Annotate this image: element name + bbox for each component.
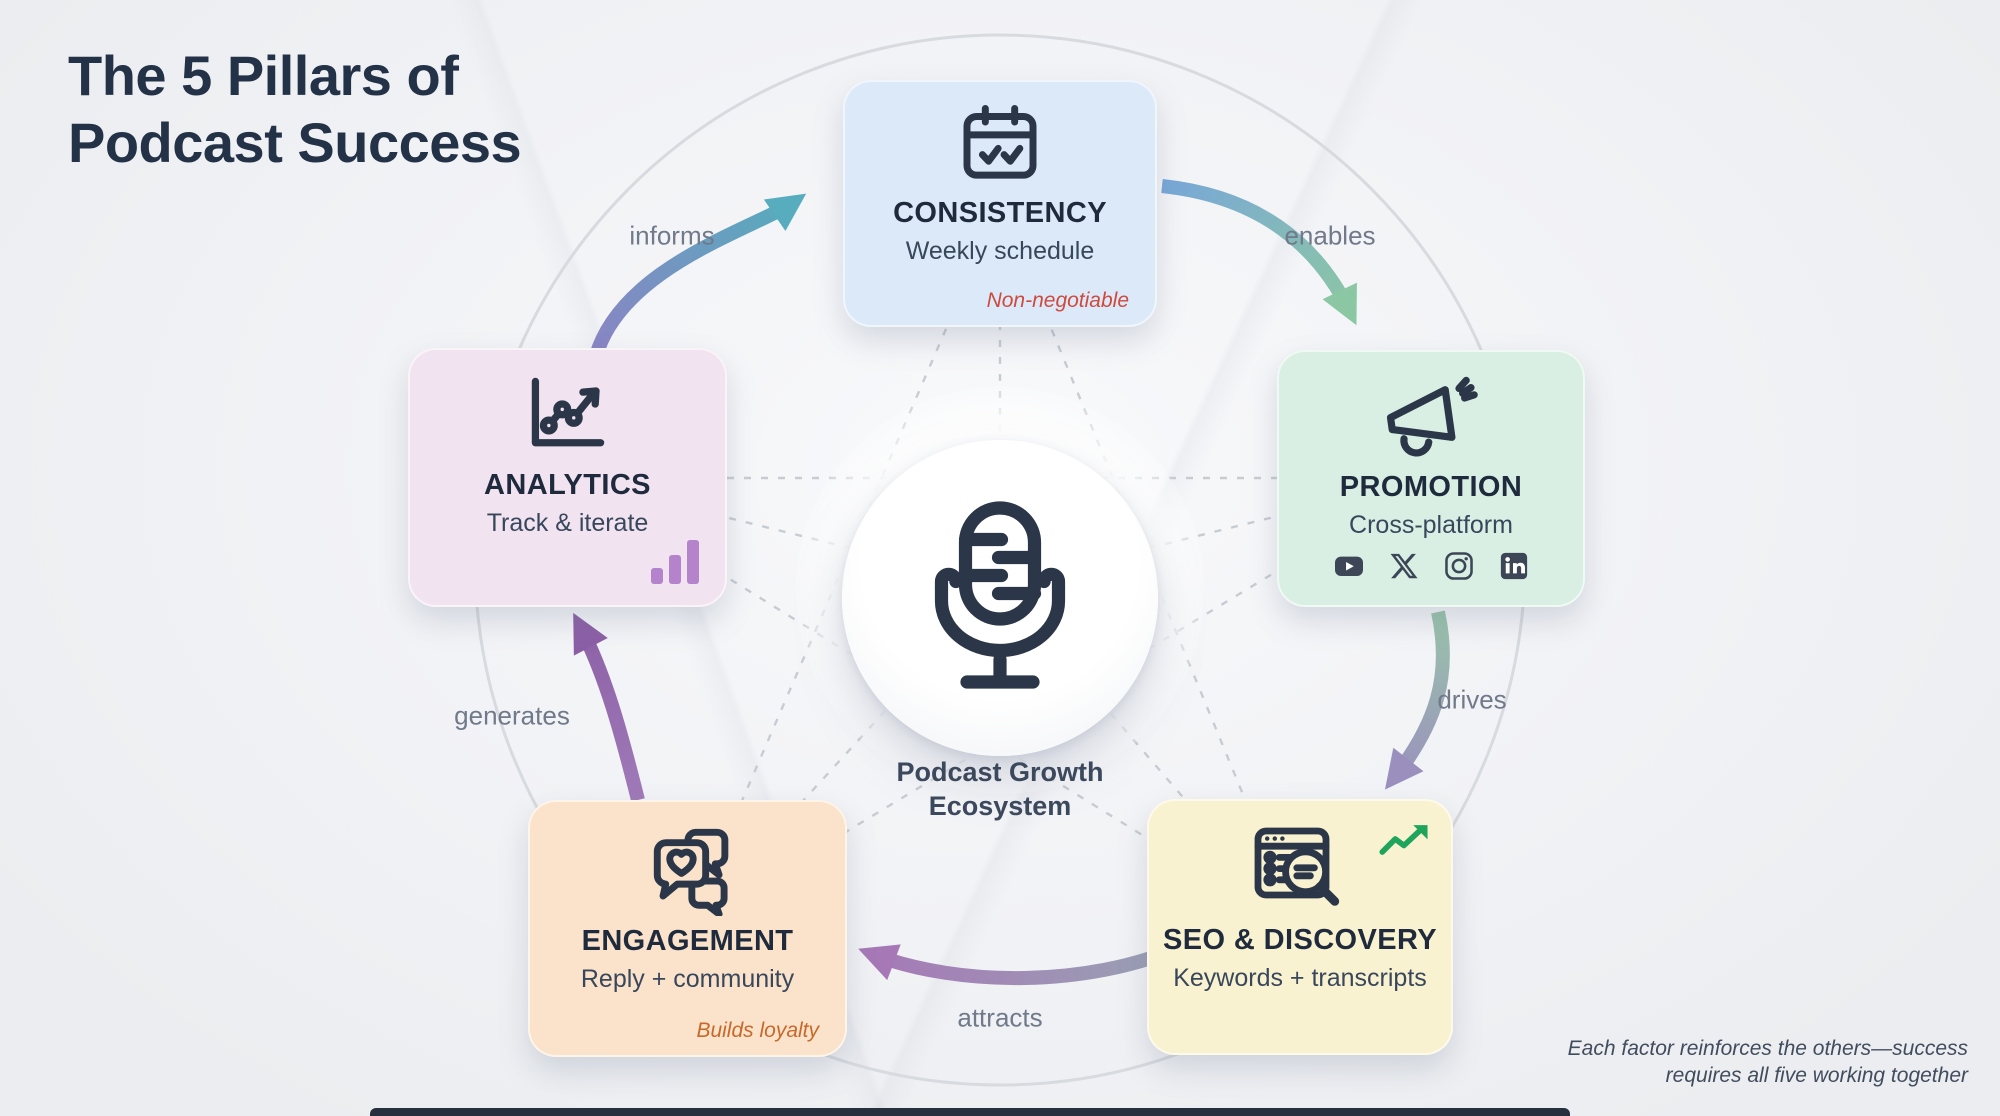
social-icons-row (1333, 550, 1529, 587)
pillar-name: ANALYTICS (484, 469, 651, 501)
arrow-label-drives: drives (1437, 684, 1507, 715)
pillar-name: SEO & DISCOVERY (1162, 924, 1438, 956)
arrow-label-informs: informs (629, 220, 715, 251)
pillar-name: CONSISTENCY (893, 197, 1107, 229)
title-line1: The 5 Pillars of (68, 44, 459, 107)
pillar-card-consistency: CONSISTENCY Weekly schedule Non-negotiab… (843, 80, 1157, 327)
pillar-subtitle: Track & iterate (486, 509, 649, 537)
title-line2: Podcast Success (68, 111, 522, 175)
arrow-label-attracts: attracts (957, 1002, 1043, 1033)
pillar-subtitle: Weekly schedule (905, 237, 1095, 265)
youtube-icon (1333, 550, 1365, 587)
pillar-card-seo: SEO & DISCOVERY Keywords + transcripts (1147, 799, 1453, 1055)
search-browser-icon (1246, 819, 1354, 920)
chat-heart-icon (638, 820, 738, 921)
arrow-attracts (858, 941, 1181, 985)
trending-up-icon (1379, 817, 1431, 866)
pillar-card-promotion: PROMOTION Cross-platform (1277, 350, 1585, 607)
line-chart-icon (518, 368, 618, 465)
arrow-drives (1384, 610, 1450, 790)
hub-label: Podcast Growth Ecosystem (840, 756, 1160, 824)
footnote-line1: Each factor reinforces the others—succes… (1567, 1037, 1968, 1060)
arrow-label-generates: generates (454, 700, 570, 731)
arrow-generates (573, 612, 645, 802)
bar-chart-icon (651, 538, 701, 589)
pillar-subtitle: Cross-platform (1349, 511, 1513, 539)
pillar-name: ENGAGEMENT (581, 925, 794, 957)
arrow-enables (1161, 179, 1357, 326)
hub-label-line1: Podcast Growth (896, 757, 1104, 787)
pillar-subtitle: Keywords + transcripts (1173, 964, 1427, 992)
pillar-card-analytics: ANALYTICS Track & iterate (408, 348, 727, 607)
podcast-hub (842, 440, 1158, 756)
bottom-bar (370, 1108, 1570, 1116)
megaphone-icon (1379, 370, 1483, 467)
pillar-name: PROMOTION (1339, 471, 1523, 503)
hub-label-line2: Ecosystem (928, 790, 1072, 821)
footnote: Each factor reinforces the others—succes… (1568, 1036, 1968, 1090)
calendar-check-icon (956, 100, 1044, 193)
linkedin-icon (1499, 551, 1529, 586)
instagram-icon (1443, 550, 1475, 587)
footnote-line2: requires all five working together (1665, 1063, 1968, 1087)
pillar-badge: Builds loyalty (696, 1019, 819, 1042)
pillar-badge: Non-negotiable (986, 289, 1129, 312)
pillar-card-engagement: ENGAGEMENT Reply + community Builds loya… (528, 800, 847, 1057)
arrow-informs (589, 193, 807, 359)
arrow-label-enables: enables (1284, 220, 1376, 251)
page-title: The 5 Pillars of Podcast Success (68, 42, 522, 176)
pillar-subtitle: Reply + community (580, 965, 795, 993)
x-icon (1389, 551, 1419, 586)
microphone-icon (934, 501, 1066, 689)
